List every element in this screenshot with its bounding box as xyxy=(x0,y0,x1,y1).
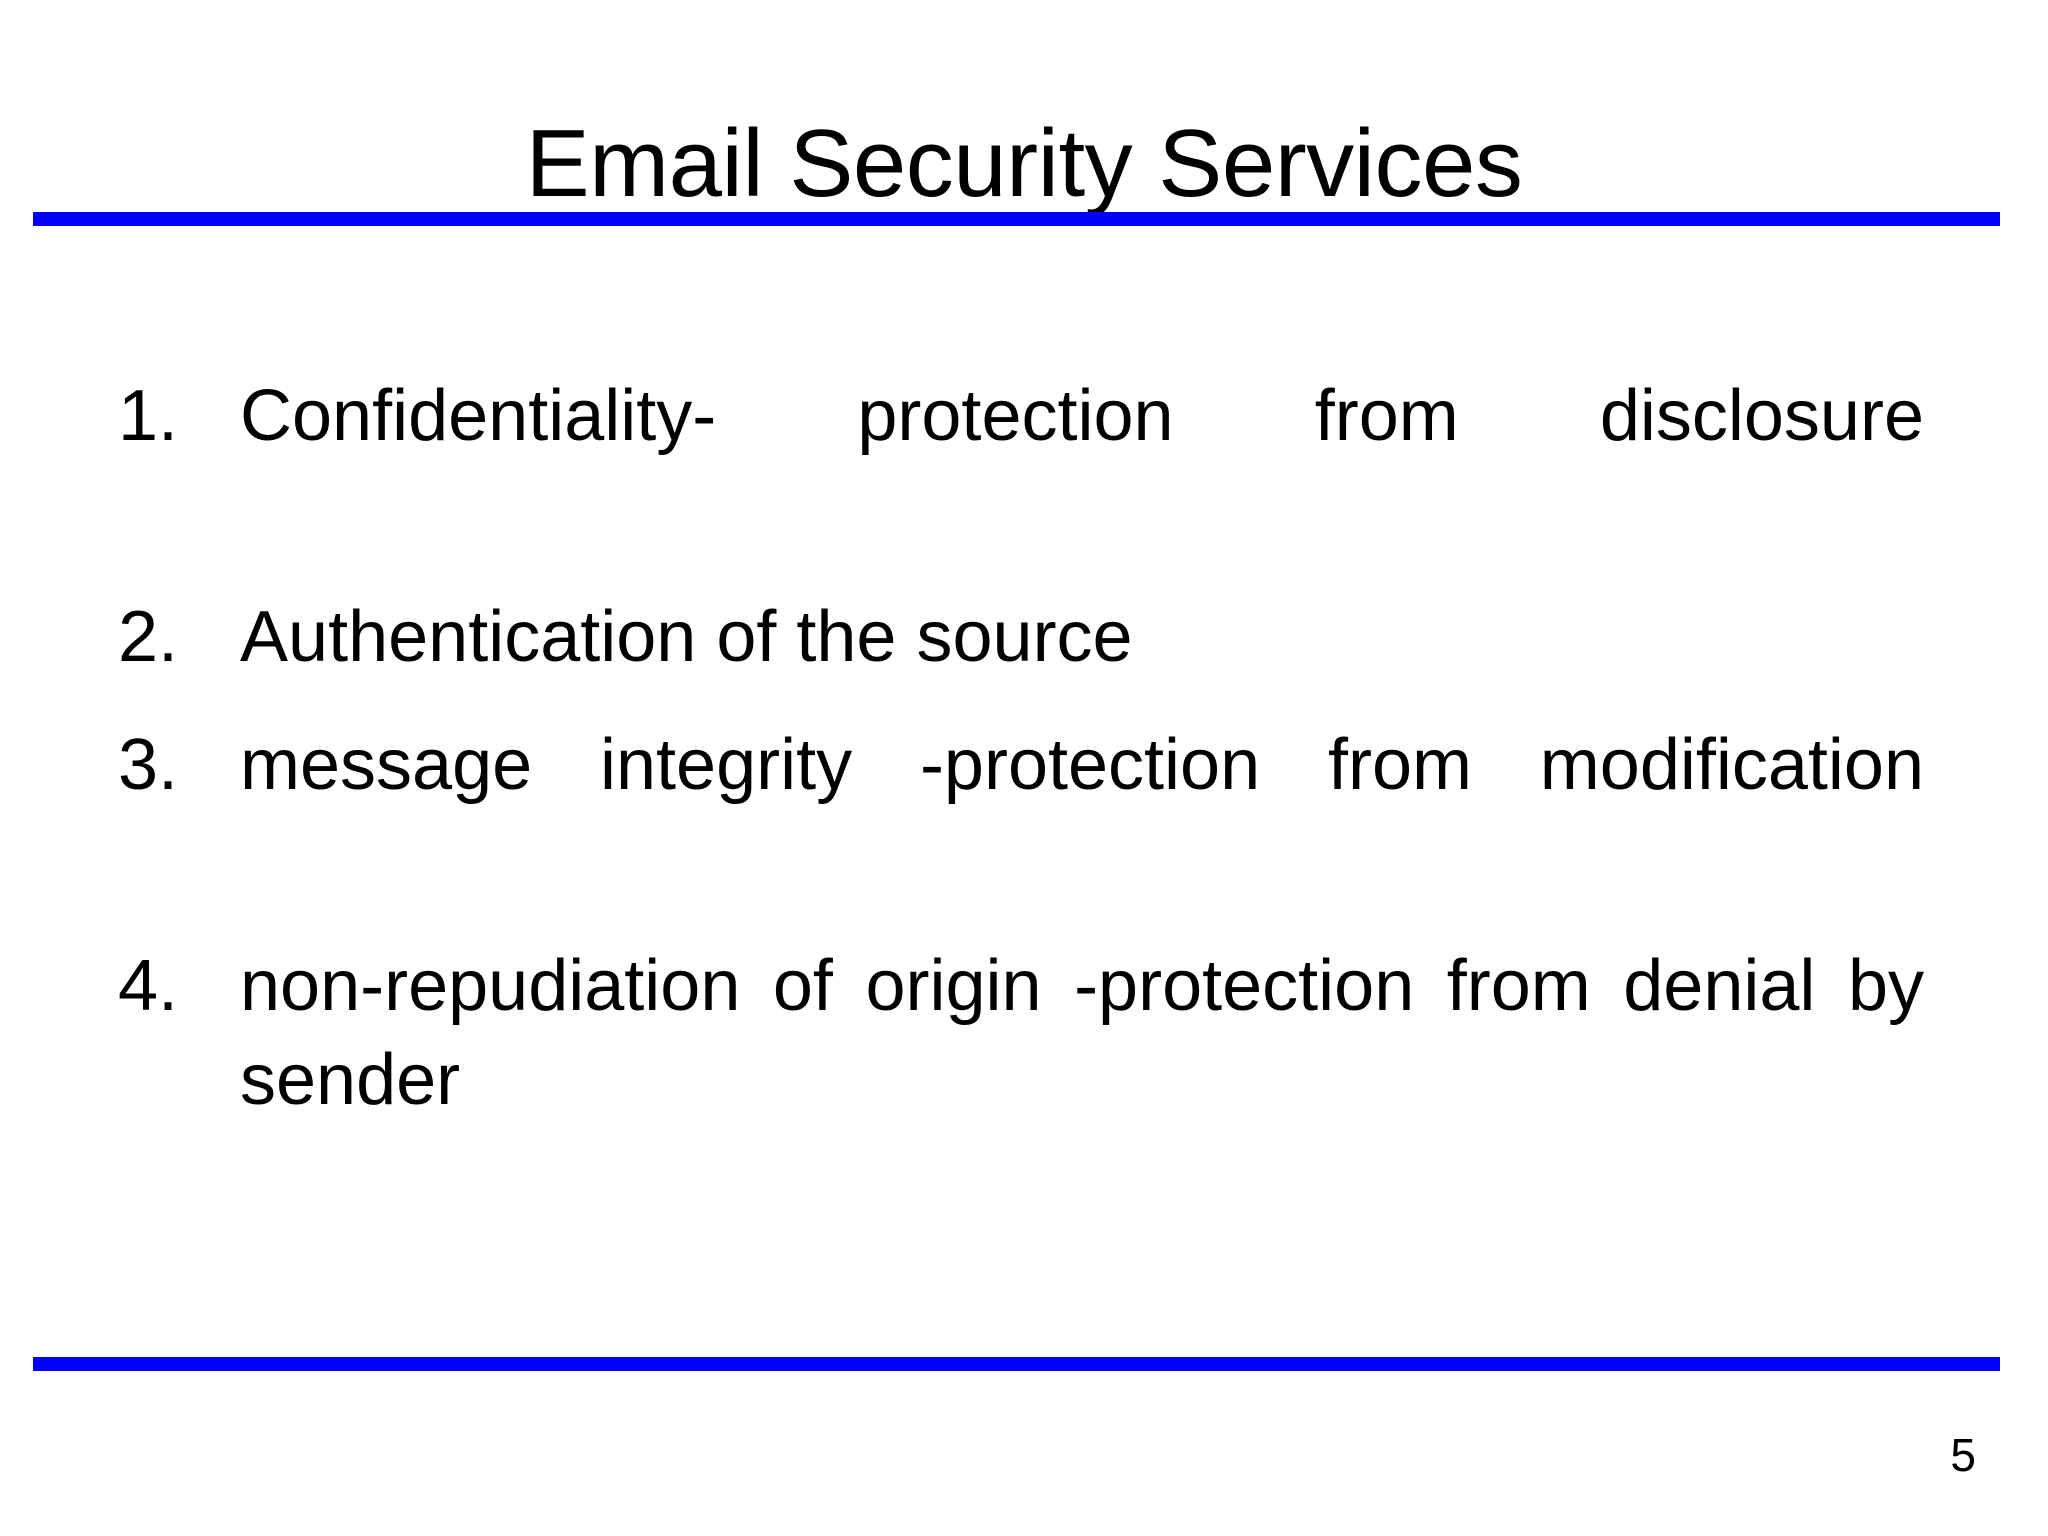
list-item-marker: 1. xyxy=(118,376,179,456)
list-item: 4. non-repudiation of origin -protection… xyxy=(118,940,1924,1221)
list-item-marker: 4. xyxy=(118,945,179,1026)
list-item-label: Confidentiality- protection from disclos… xyxy=(240,376,1924,456)
list-item: 2. Authentication of the source xyxy=(118,591,1924,685)
list-item-marker: 2. xyxy=(118,597,179,678)
bottom-divider-rule xyxy=(33,1357,2000,1371)
list-item-marker: 3. xyxy=(118,724,179,805)
list-item-label: Authentication of the source xyxy=(240,597,1133,678)
list-item: 1. Confidentiality- protection from disc… xyxy=(118,370,1924,557)
security-services-list: 1. Confidentiality- protection from disc… xyxy=(118,370,1924,1221)
page-title: Email Security Services xyxy=(525,110,1523,218)
list-item: 3. message integrity -protection from mo… xyxy=(118,719,1924,906)
list-item-label: message integrity -protection from modif… xyxy=(240,724,1924,805)
list-item-label: non-repudiation of origin -protection fr… xyxy=(240,945,1924,1120)
page-number: 5 xyxy=(1950,1429,1976,1481)
slide-body: 1. Confidentiality- protection from disc… xyxy=(118,370,1924,1221)
top-divider-rule xyxy=(33,212,2000,226)
